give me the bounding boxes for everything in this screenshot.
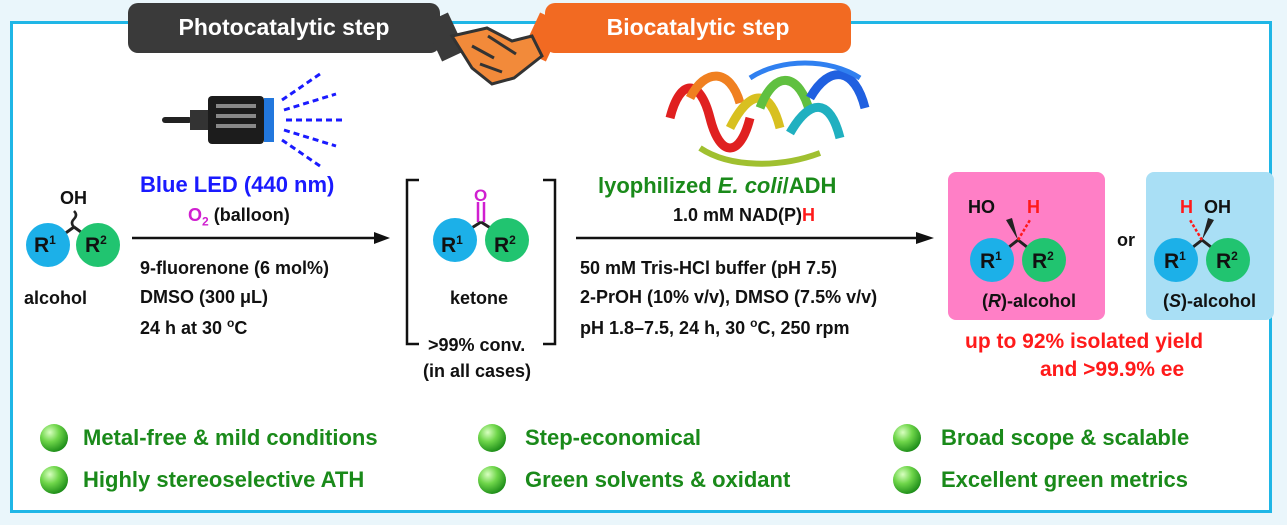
yield-line-2: and >99.9% ee [1040,358,1185,381]
green-sphere-bullet-icon [40,466,68,494]
alcohol-r2: R2 [85,233,107,257]
alcohol-structure [26,210,120,267]
r-alcohol-r2: R2 [1032,249,1054,273]
feature-item: Step-economical [525,425,702,450]
ketone-r2: R2 [494,233,516,257]
conversion-line-2: (in all cases) [423,361,532,381]
step2-condition-1: 50 mM Tris-HCl buffer (pH 7.5) [580,258,838,278]
green-sphere-bullet-icon [893,466,921,494]
r-alcohol-structure [970,218,1066,282]
s-alcohol-oh: OH [1204,197,1231,217]
cofactor-label: 1.0 mM NAD(P)H [673,205,816,225]
s-alcohol-structure [1154,218,1250,282]
biocatalytic-step-tab: Biocatalytic step [545,3,851,53]
step2-condition-3: pH 1.8–7.5, 24 h, 30 oC, 250 rpm [580,316,850,338]
yield-line-1: up to 92% isolated yield [965,330,1204,353]
r-alcohol-ho: HO [968,197,995,217]
step1-arrow [132,232,390,244]
or-label: or [1117,230,1135,250]
step1-condition-1: 9-fluorenone (6 mol%) [140,258,330,278]
led-lamp-icon [162,72,344,168]
ketone-oxygen: O [474,186,488,205]
step1-condition-3: 24 h at 30 oC [140,316,248,338]
protein-structure-icon [665,60,870,167]
feature-item: Highly stereoselective ATH [83,467,365,492]
s-alcohol-r2: R2 [1216,249,1238,273]
green-sphere-bullet-icon [40,424,68,452]
r-alcohol-r1: R1 [980,249,1002,273]
photocatalytic-step-tab: Photocatalytic step [128,3,440,53]
feature-item: Excellent green metrics [941,467,1189,492]
step2-condition-2: 2-PrOH (10% v/v), DMSO (7.5% v/v) [580,287,878,307]
green-sphere-bullet-icon [478,466,506,494]
conversion-line-1: >99% conv. [428,335,526,355]
alcohol-r1: R1 [34,233,56,257]
s-alcohol-r1: R1 [1164,249,1186,273]
catalyst-label: lyophilized E. coli/ADH [598,173,837,198]
green-sphere-bullet-icon [478,424,506,452]
s-alcohol-label: (S)-alcohol [1163,291,1257,311]
feature-item: Metal-free & mild conditions [83,425,378,450]
ketone-bracket [405,178,557,346]
green-sphere-bullet-icon [893,424,921,452]
blue-led-label: Blue LED (440 nm) [140,172,335,197]
alcohol-oh: OH [60,188,87,208]
oxygen-balloon-label: O2 (balloon) [188,205,290,229]
feature-item: Broad scope & scalable [941,425,1190,450]
r-alcohol-h: H [1027,197,1040,217]
feature-item: Green solvents & oxidant [525,467,791,492]
r-alcohol-label: (R)-alcohol [982,291,1076,311]
ketone-r1: R1 [441,233,463,257]
s-alcohol-h: H [1180,197,1193,217]
step2-arrow [576,232,934,244]
handshake-icon [432,12,556,86]
step1-condition-2: DMSO (300 μL) [140,287,269,307]
ketone-label: ketone [450,288,509,308]
alcohol-label: alcohol [24,288,88,308]
